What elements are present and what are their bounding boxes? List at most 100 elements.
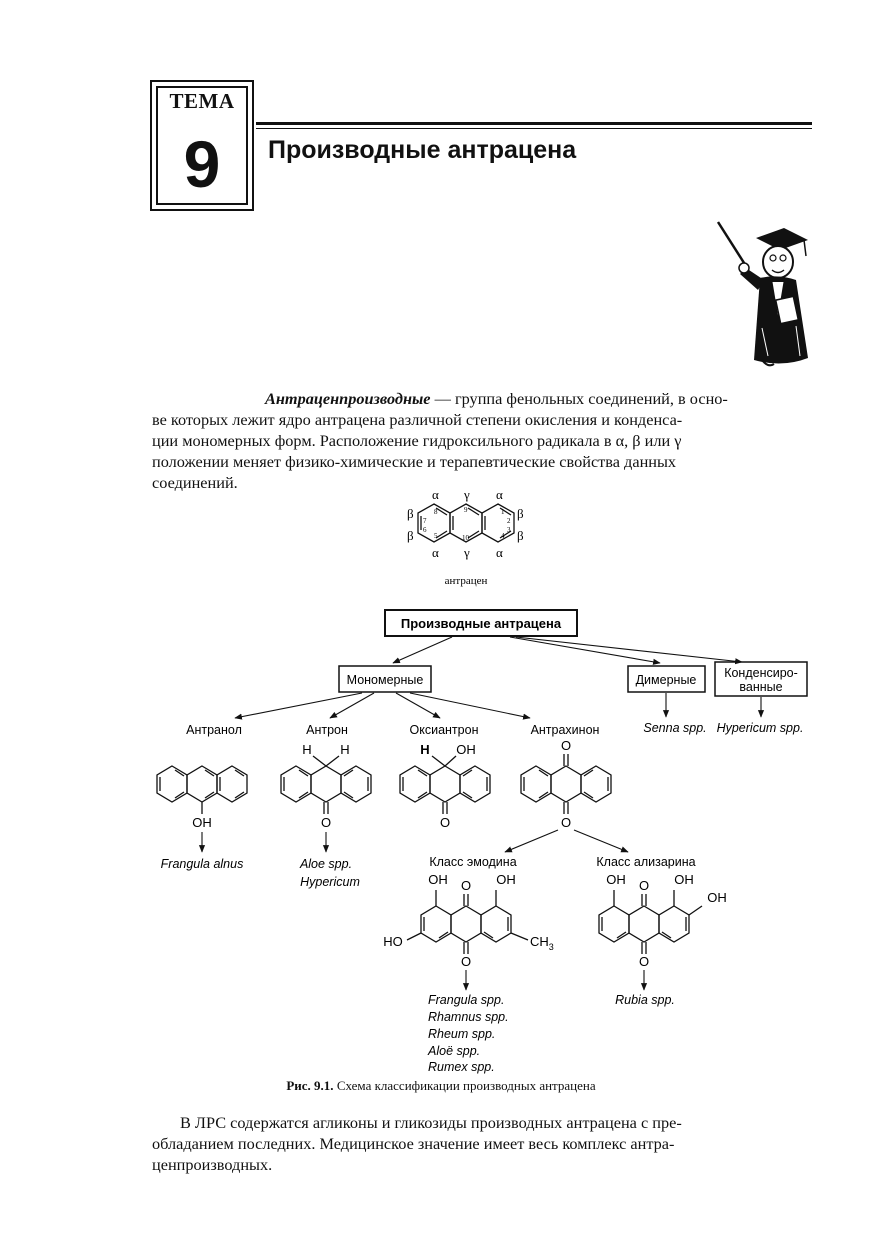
- emodin-source-3: Rheum spp.: [428, 1027, 495, 1041]
- closing-paragraph: В ЛРС содержатся агликоны и гликозиды пр…: [152, 1112, 812, 1175]
- anthrone-label: Антрон: [306, 723, 348, 737]
- rubia-label: Rubia spp.: [615, 993, 675, 1007]
- topic-label: ТЕМА: [169, 89, 235, 113]
- pos-gamma-top: γ: [463, 488, 470, 502]
- emodin-class-label: Класс эмодина: [429, 855, 516, 869]
- closing-line-1: В ЛРС содержатся агликоны и гликозиды пр…: [180, 1113, 682, 1132]
- hypericum-label: Hypericum: [300, 875, 360, 889]
- figure-caption-text: Схема классификации производных антрацен…: [333, 1078, 596, 1093]
- intro-line-4: положении меняет физико-химические и тер…: [152, 452, 677, 471]
- anthranol-oh: OH: [192, 815, 212, 830]
- anthrone-h-right: H: [340, 742, 349, 757]
- figure-caption-label: Рис. 9.1.: [286, 1078, 334, 1093]
- emodin-structure: [406, 890, 529, 954]
- monomeric-box: [338, 665, 432, 693]
- emodin-o-bottom: O: [461, 954, 471, 969]
- senna-label: Senna spp.: [643, 721, 706, 735]
- arrow-to-oxyanthrone: [395, 692, 441, 719]
- anthraquinone-label: Антрахинон: [531, 723, 600, 737]
- pos-alpha-bottom-right: α: [496, 545, 503, 560]
- classification-scheme: Производные антрацена Мономерные Димерны…: [156, 609, 808, 1074]
- intro-term: Антраценпроизводные: [265, 389, 431, 408]
- pos-alpha-top-left: α: [432, 488, 439, 502]
- pos-number-4: 4: [501, 532, 505, 540]
- chapter-title: Производные антрацена: [268, 136, 577, 164]
- closing-line-2: обладанием последних. Медицинское значен…: [152, 1134, 675, 1153]
- condensed-box: [714, 661, 808, 697]
- topic-badge: ТЕМА 9: [150, 80, 254, 211]
- pos-number-7: 7: [423, 517, 427, 525]
- arrow-to-alizarin-class: [573, 829, 629, 853]
- anthrone-h-left: H: [302, 742, 311, 757]
- pos-number-1: 1: [501, 508, 505, 516]
- emodin-source-2: Rhamnus spp.: [428, 1010, 509, 1024]
- closing-line-3: ценпроизводных.: [152, 1155, 273, 1174]
- alizarin-oh-left: OH: [606, 872, 626, 887]
- anthranol-structure: [156, 765, 248, 814]
- dimeric-label: Димерные: [636, 673, 697, 687]
- emodin-source-4: Aloë spp.: [427, 1044, 480, 1058]
- alizarin-oh-beta: OH: [707, 890, 727, 905]
- emodin-ch3: CH3: [530, 934, 554, 952]
- aloe-label: Aloe spp.: [299, 857, 352, 871]
- pos-alpha-top-right: α: [496, 488, 503, 502]
- pos-number-10: 10: [462, 534, 470, 542]
- dimeric-box: [627, 665, 706, 693]
- arrow-root-dimeric: [509, 636, 661, 665]
- anthrone-o: O: [321, 815, 331, 830]
- anthrone-structure: [280, 755, 372, 814]
- pos-gamma-bottom: γ: [463, 545, 470, 560]
- hypericum-spp-label: Hypericum spp.: [717, 721, 804, 735]
- pos-number-6: 6: [423, 526, 427, 534]
- alizarin-structure: [598, 890, 703, 954]
- condensed-label-line-1: Конденсиро-: [724, 666, 798, 680]
- pos-beta-right-upper: β: [517, 506, 524, 521]
- arrow-root-monomeric: [392, 636, 453, 664]
- intro-line-1: — группа фенольных соединений, в осно-: [430, 389, 728, 408]
- arrow-root-condensed: [515, 636, 743, 665]
- intro-line-2: ве которых лежит ядро антрацена различно…: [152, 410, 683, 429]
- pos-number-5: 5: [434, 532, 438, 540]
- title-rule-thick: [256, 122, 812, 125]
- emodin-ho: HO: [383, 934, 403, 949]
- arrow-to-anthrone: [329, 692, 375, 719]
- oxyanthrone-oh: OH: [456, 742, 476, 757]
- condensed-label-line-2: ванные: [739, 680, 782, 694]
- alizarin-o-bottom: O: [639, 954, 649, 969]
- professor-illustration: [716, 221, 808, 367]
- topic-badge-frame: [156, 86, 248, 205]
- topic-number: 9: [183, 127, 221, 201]
- alizarin-class-label: Класс ализарина: [596, 855, 695, 869]
- emodin-oh-left: OH: [428, 872, 448, 887]
- root-box: [384, 609, 578, 637]
- pos-beta-right-lower: β: [517, 528, 524, 543]
- anthracene-caption: антрацен: [445, 575, 488, 587]
- emodin-oh-right: OH: [496, 872, 516, 887]
- pos-number-8: 8: [434, 508, 438, 516]
- oxyanthrone-structure: [399, 755, 491, 814]
- arrow-to-anthraquinone: [409, 692, 531, 720]
- arrow-to-emodin-class: [504, 829, 559, 853]
- anthracene-structure: α γ α β β β β α γ α 1 2 3 4 5 6 7 8 9 10…: [407, 488, 524, 587]
- emodin-source-5: Rumex spp.: [428, 1060, 495, 1074]
- pos-alpha-bottom-left: α: [432, 545, 439, 560]
- pos-number-2: 2: [507, 517, 511, 525]
- pos-number-3: 3: [507, 526, 511, 534]
- anthracene-rings: [417, 503, 515, 543]
- figure-caption: Рис. 9.1. Схема классификации производны…: [0, 1078, 882, 1094]
- monomeric-label: Мономерные: [347, 673, 424, 687]
- emodin-source-1: Frangula spp.: [428, 993, 504, 1007]
- alizarin-oh-right: OH: [674, 872, 694, 887]
- pos-beta-left-lower: β: [407, 528, 414, 543]
- oxyanthrone-h: H: [420, 742, 429, 757]
- emodin-o-top: O: [461, 878, 471, 893]
- alizarin-o-top: O: [639, 878, 649, 893]
- root-label: Производные антрацена: [401, 616, 562, 631]
- anthraquinone-o-top: O: [561, 738, 571, 753]
- anthranol-label: Антранол: [186, 723, 242, 737]
- oxyanthrone-label: Оксиантрон: [410, 723, 479, 737]
- frangula-alnus-label: Frangula alnus: [161, 857, 244, 871]
- pos-beta-left-upper: β: [407, 506, 414, 521]
- intro-line-3: ции мономерных форм. Расположение гидрок…: [152, 431, 682, 450]
- intro-line-5: соединений.: [152, 473, 238, 492]
